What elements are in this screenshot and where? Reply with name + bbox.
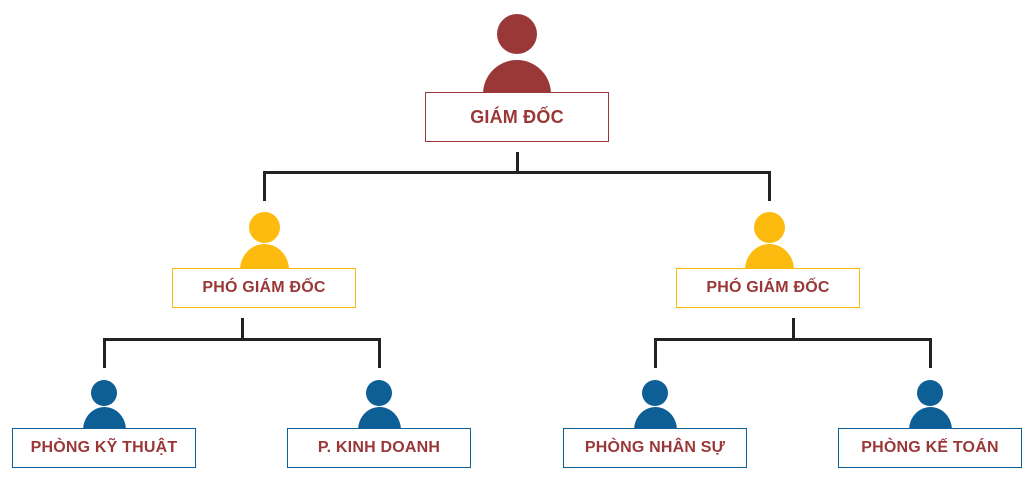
node-dept-hr[interactable]: PHÒNG NHÂN SỰ [563, 428, 747, 468]
node-deputy-right-label: PHÓ GIÁM ĐỐC [706, 279, 830, 296]
connector-to-dept-hr [654, 338, 657, 368]
node-dept-accounting-label: PHÒNG KẾ TOÁN [861, 439, 999, 456]
connector-director-stem [516, 152, 519, 173]
connector-deputy-right-bar [654, 338, 932, 341]
node-director[interactable]: GIÁM ĐỐC [425, 92, 609, 142]
person-icon [745, 212, 794, 270]
node-deputy-left[interactable]: PHÓ GIÁM ĐỐC [172, 268, 356, 308]
node-dept-sales-label: P. KINH DOANH [317, 439, 441, 456]
node-director-label: GIÁM ĐỐC [470, 106, 564, 127]
connector-deputy-left-bar [103, 338, 381, 341]
node-deputy-left-label: PHÓ GIÁM ĐỐC [202, 279, 326, 296]
node-dept-hr-label: PHÒNG NHÂN SỰ [584, 439, 726, 456]
connector-to-dept-technical [103, 338, 106, 368]
connector-deputy-right-stem [792, 318, 795, 340]
node-dept-technical[interactable]: PHÒNG KỸ THUẬT [12, 428, 196, 468]
node-dept-technical-label: PHÒNG KỸ THUẬT [30, 439, 178, 456]
person-icon [483, 14, 551, 94]
connector-to-deputy-left [263, 171, 266, 201]
person-icon [83, 380, 126, 430]
node-dept-accounting[interactable]: PHÒNG KẾ TOÁN [838, 428, 1022, 468]
person-icon [358, 380, 401, 430]
connector-to-deputy-right [768, 171, 771, 201]
node-deputy-right[interactable]: PHÓ GIÁM ĐỐC [676, 268, 860, 308]
connector-director-bar [263, 171, 771, 174]
person-icon [909, 380, 952, 430]
connector-deputy-left-stem [241, 318, 244, 340]
connector-to-dept-sales [378, 338, 381, 368]
person-icon [240, 212, 289, 270]
connector-to-dept-accounting [929, 338, 932, 368]
person-icon [634, 380, 677, 430]
node-dept-sales[interactable]: P. KINH DOANH [287, 428, 471, 468]
